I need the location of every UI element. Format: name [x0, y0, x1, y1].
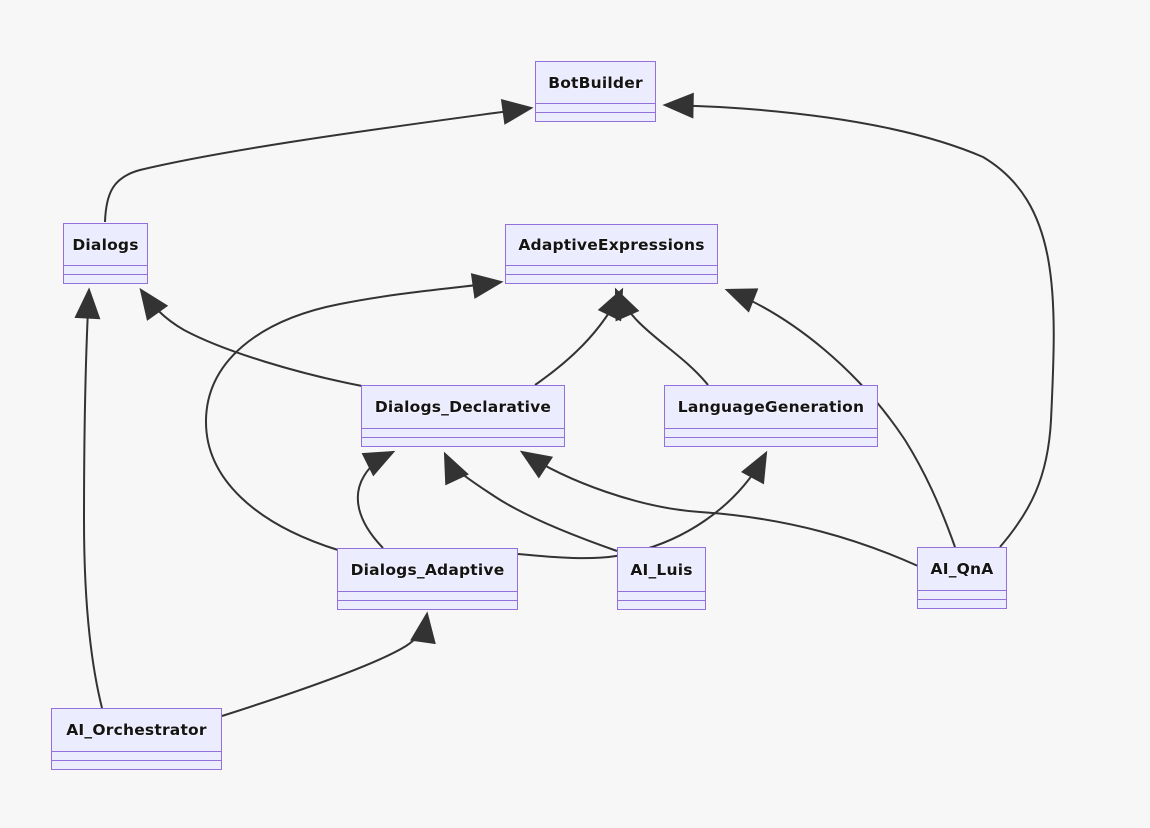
class-methods-compartment [918, 599, 1006, 608]
class-node-adaptiveexpressions: AdaptiveExpressions [505, 224, 718, 284]
edge-LanguageGeneration-to-AdaptiveExpressions [614, 287, 709, 386]
class-name: Dialogs [72, 235, 139, 254]
class-name: AI_QnA [930, 560, 994, 578]
class-name: AdaptiveExpressions [518, 236, 705, 254]
class-methods-compartment [618, 600, 705, 609]
class-attributes-compartment [665, 428, 877, 437]
edge-AI_Orchestrator-to-Dialogs [74, 287, 103, 709]
edge-Dialogs_Adaptive-to-Dialogs_Declarative [356, 450, 396, 549]
class-attributes-compartment [536, 103, 655, 112]
class-name: Dialogs_Declarative [374, 398, 552, 416]
class-node-ai-qna: AI_QnA [917, 547, 1007, 609]
class-node-languagegeneration: LanguageGeneration [664, 385, 878, 447]
edge-AI_QnA-to-BotBuilder [662, 92, 1055, 548]
class-name: AI_Orchestrator [66, 721, 207, 739]
edge-AI_QnA-to-Dialogs_Declarative [519, 450, 919, 567]
edge-AI_QnA-to-AdaptiveExpressions [724, 288, 956, 548]
class-name: BotBuilder [548, 73, 643, 92]
class-name: Dialogs_Adaptive [350, 561, 505, 579]
class-node-dialogs: Dialogs [63, 223, 148, 284]
class-attributes-compartment [52, 751, 221, 760]
edge-Dialogs-to-BotBuilder [104, 99, 534, 223]
class-node-ai-luis: AI_Luis [617, 547, 706, 610]
class-methods-compartment [506, 274, 717, 283]
class-methods-compartment [338, 600, 517, 609]
edge-Dialogs_Declarative-to-AdaptiveExpressions [534, 287, 624, 386]
edge-AI_Luis-to-Dialogs_Declarative [443, 451, 618, 552]
class-name: AI_Luis [630, 560, 693, 579]
edge-Dialogs_Adaptive-to-LanguageGeneration [517, 450, 768, 560]
class-methods-compartment [536, 112, 655, 121]
class-attributes-compartment [506, 265, 717, 274]
edge-Dialogs_Declarative-to-Dialogs [139, 287, 363, 387]
class-methods-compartment [362, 437, 564, 446]
class-attributes-compartment [362, 428, 564, 437]
class-attributes-compartment [338, 591, 517, 600]
class-methods-compartment [52, 760, 221, 769]
class-node-ai-orchestrator: AI_Orchestrator [51, 708, 222, 770]
edge-AI_Orchestrator-to-Dialogs_Adaptive [221, 611, 436, 717]
class-methods-compartment [665, 437, 877, 446]
class-node-dialogs-declarative: Dialogs_Declarative [361, 385, 565, 447]
class-attributes-compartment [918, 590, 1006, 599]
class-methods-compartment [64, 274, 147, 283]
edge-Dialogs_Adaptive-to-AdaptiveExpressions [204, 273, 504, 551]
class-attributes-compartment [64, 265, 147, 274]
class-node-dialogs-adaptive: Dialogs_Adaptive [337, 548, 518, 610]
class-node-botbuilder: BotBuilder [535, 61, 656, 122]
class-attributes-compartment [618, 591, 705, 600]
class-name: LanguageGeneration [677, 398, 865, 416]
